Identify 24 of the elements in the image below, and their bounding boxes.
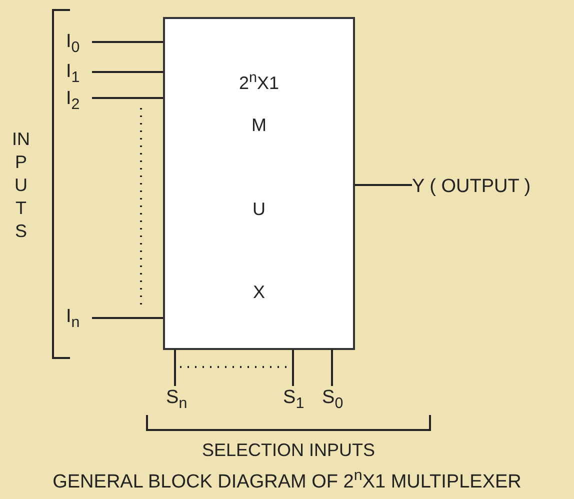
wire — [174, 350, 176, 386]
signal-label: I$_{1}$ — [66, 62, 80, 85]
group-label: SELECTION INPUTS — [200, 440, 376, 461]
block-label: M — [252, 116, 266, 134]
wire — [331, 350, 333, 386]
wire — [292, 350, 294, 386]
signal-label: Y ( OUTPUT ) — [412, 177, 531, 196]
axis-label: INPUTS — [12, 128, 30, 243]
wire — [92, 97, 163, 99]
multiplexer-block — [163, 17, 355, 350]
signal-label: I$_{n}$ — [66, 307, 80, 330]
wire — [92, 71, 163, 73]
wire — [355, 184, 412, 186]
signal-label: I$_{2}$ — [66, 89, 80, 112]
block-label: U — [252, 200, 266, 218]
caption: GENERAL BLOCK DIAGRAM OF 2$^{n}$X1 MULTIPLEXER — [52, 467, 522, 494]
block-label: X — [253, 283, 265, 301]
signal-label: S$_{1}$ — [283, 388, 304, 411]
signal-label: S$_{n}$ — [166, 388, 188, 411]
wire — [92, 41, 163, 43]
block-label: 2$^{n}$X1 — [238, 71, 280, 92]
signal-label: I$_{0}$ — [66, 32, 80, 55]
wire — [92, 317, 163, 319]
signal-label: S$_{0}$ — [322, 388, 344, 411]
